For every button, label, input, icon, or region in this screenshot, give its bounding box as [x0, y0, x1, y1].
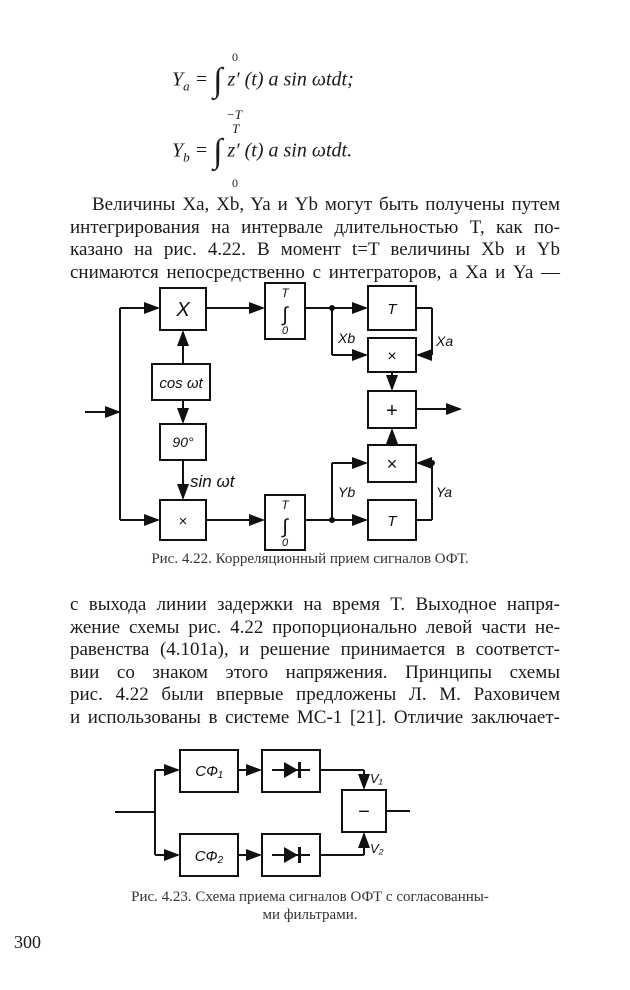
- multiplier-bottom-label: ×: [179, 513, 188, 530]
- multiplier-top-label: X: [175, 299, 190, 321]
- multiplier-y-label: ×: [387, 454, 398, 474]
- diode-icon: [284, 762, 301, 863]
- label-yb: Yb: [338, 484, 355, 500]
- label-v2: V₂: [370, 841, 384, 856]
- formula-eq: =: [194, 68, 209, 91]
- formula-sub: a: [183, 78, 190, 94]
- integrator-bottom-box: [264, 494, 306, 551]
- text-line: снимаются непосредственно с интеграторов…: [70, 261, 560, 283]
- cos-generator-box: [151, 363, 211, 401]
- label-ya: Ya: [436, 484, 452, 500]
- text-line: с выхода линии задержки на время T. Выхо…: [70, 594, 560, 615]
- phase-label: 90°: [172, 434, 194, 450]
- formula-integrand: z′ (t) a sin ωtdt.: [227, 139, 353, 162]
- integral-sign: ∫: [213, 133, 223, 170]
- integrator-lower-limit: 0: [282, 325, 289, 337]
- formula-sub: b: [183, 149, 190, 165]
- label-v1: V₁: [370, 771, 383, 786]
- integral-sign: ∫: [281, 516, 289, 538]
- integral-lower-limit: 0: [232, 176, 238, 190]
- text-line: интегрирования на интервале длительность…: [70, 216, 560, 238]
- formula-eq: =: [194, 139, 209, 162]
- figure-4-23-caption: Рис. 4.23. Схема приема сигналов ОФТ с с…: [131, 889, 489, 905]
- label-xb: Xb: [337, 330, 355, 346]
- text-line: вии со знаком этого напряжения. Принципы…: [70, 661, 560, 683]
- formula-integrand: z′ (t) a sin ωtdt;: [227, 68, 354, 91]
- text-line: рис. 4.22 были впервые предложены Л. М. …: [70, 684, 560, 706]
- formula-lhs: Y: [172, 68, 184, 91]
- formula-yb: Yb = ∫ z′ (t) a sin ωtdt.: [172, 133, 352, 171]
- cos-label: cos ωt: [159, 375, 203, 392]
- integral-sign: ∫: [281, 304, 289, 326]
- text-line: казано на рис. 4.22. В момент t=T величи…: [70, 239, 560, 261]
- integrator-upper-limit: T: [281, 286, 290, 300]
- text-line: жение схемы рис. 4.22 пропорционально ле…: [70, 616, 560, 638]
- subtractor-label: −: [358, 801, 370, 823]
- text-line: равенства (4.101а), и решение принимаетс…: [70, 639, 560, 661]
- sin-label: sin ωt: [190, 472, 236, 491]
- formula-lhs: Y: [172, 139, 184, 162]
- delay-top-label: T: [387, 301, 398, 318]
- summer-label: +: [386, 400, 398, 422]
- integrator-lower-limit: 0: [282, 537, 289, 549]
- delay-bottom-label: T: [387, 513, 398, 530]
- integrator-top-box: [264, 282, 306, 340]
- figure-4-23-caption-cont: ми фильтрами.: [262, 907, 358, 923]
- text-line: Величины Xa, Xb, Ya и Yb могут быть полу…: [92, 194, 560, 215]
- text-line: и использованы в системе МС-1 [21]. Отли…: [70, 706, 560, 728]
- integrator-upper-limit: T: [281, 498, 290, 512]
- integral-lower-limit: −T: [226, 107, 243, 122]
- integral-upper-limit: T: [232, 121, 240, 136]
- formula-ya: Ya = ∫ z′ (t) a sin ωtdt;: [172, 62, 354, 100]
- filter-2-label: СФ₂: [195, 848, 224, 865]
- filter-1-label: СФ₁: [195, 763, 223, 780]
- integral-sign: ∫: [213, 62, 223, 99]
- figure-4-22-caption: Рис. 4.22. Корреляционный прием сигналов…: [151, 551, 469, 567]
- page-number: 300: [14, 932, 41, 952]
- label-xa: Xa: [435, 333, 453, 349]
- paragraph-2: с выхода линии задержки на время T. Выхо…: [70, 594, 560, 730]
- integral-upper-limit: 0: [232, 50, 238, 64]
- multiplier-x-label: ×: [387, 348, 396, 365]
- paragraph-1: Величины Xa, Xb, Ya и Yb могут быть полу…: [70, 194, 560, 284]
